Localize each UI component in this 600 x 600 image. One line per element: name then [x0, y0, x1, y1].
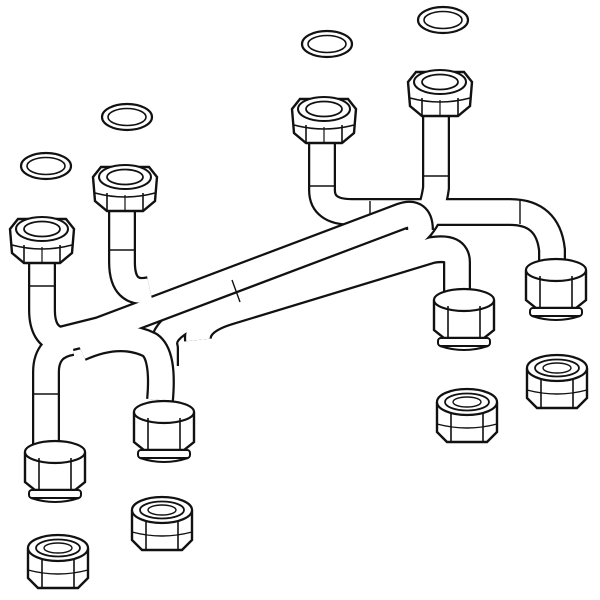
- washer-1: [19, 151, 73, 181]
- pipe-end-fitting-2: [23, 439, 87, 504]
- loose-compression-nut-3: [435, 387, 499, 444]
- union-nut-2: [91, 163, 159, 213]
- pipe-bend-back: [150, 100, 566, 366]
- pipe-end-fitting-3: [432, 287, 496, 352]
- pipe-bend-front: [28, 200, 434, 445]
- union-nut-4: [406, 68, 474, 118]
- pipe-end-fitting-1: [132, 399, 196, 464]
- pipe-end-fitting-4: [524, 257, 588, 322]
- washer-3: [300, 29, 354, 59]
- washer-4: [416, 5, 470, 35]
- washer-2: [100, 102, 154, 132]
- loose-compression-nut-2: [26, 533, 90, 590]
- loose-compression-nut-1: [130, 495, 194, 552]
- loose-compression-nut-4: [525, 353, 589, 410]
- union-nut-3: [290, 95, 358, 145]
- union-nut-1: [8, 215, 76, 265]
